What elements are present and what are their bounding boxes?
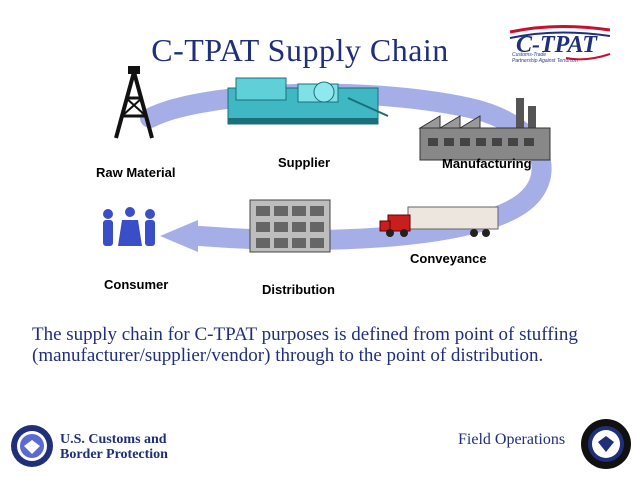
label-supplier: Supplier: [278, 155, 331, 170]
cycle-arrowhead: [160, 220, 198, 252]
page-title: C-TPAT Supply Chain: [151, 32, 449, 68]
label-raw-material: Raw Material: [96, 165, 176, 180]
supply-chain-diagram: [103, 66, 552, 253]
label-distribution: Distribution: [262, 282, 335, 297]
logo-mark-text: C-TPAT: [516, 32, 598, 58]
description-text: The supply chain for C-TPAT purposes is …: [32, 324, 578, 366]
consumers-icon: [103, 207, 155, 246]
label-consumer: Consumer: [104, 277, 169, 292]
agency-line-2: Border Protection: [60, 447, 168, 462]
ctpat-logo-mark: C-TPAT: [509, 24, 611, 61]
agency-line-1: U.S. Customs and: [60, 432, 167, 447]
cbp-seal-icon: [581, 419, 631, 469]
oil-derrick-icon: [114, 66, 154, 139]
truck-icon: [379, 206, 499, 237]
label-manufacturing: Manufacturing: [442, 156, 532, 171]
warehouse-icon: [249, 199, 331, 253]
agency-name: U.S. Customs and Border Protection: [60, 432, 168, 462]
supplier-plant-icon: [227, 77, 389, 125]
factory-icon: [418, 98, 551, 161]
office-name: Field Operations: [458, 431, 566, 448]
label-conveyance: Conveyance: [410, 251, 487, 266]
dhs-seal-icon: [11, 425, 53, 467]
